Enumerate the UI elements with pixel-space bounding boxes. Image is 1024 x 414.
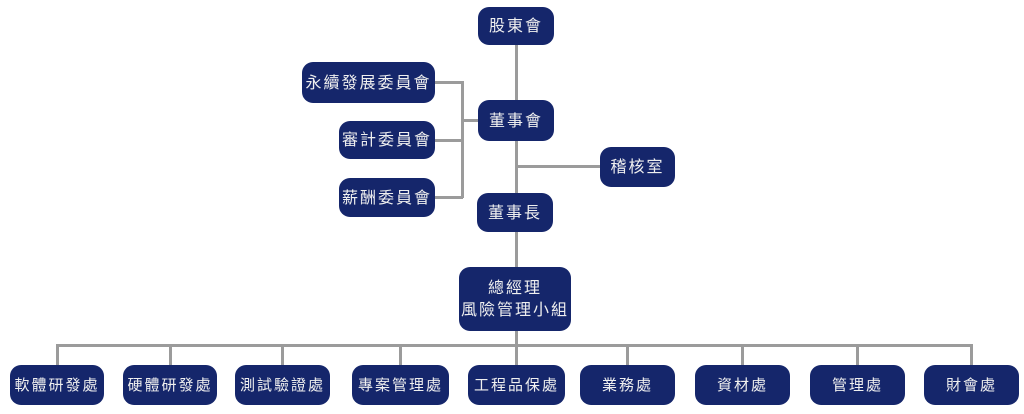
connector-line bbox=[56, 344, 973, 347]
connector-line bbox=[461, 119, 481, 122]
node-shareholders-meeting: 股東會 bbox=[478, 7, 554, 45]
connector-line bbox=[626, 345, 629, 365]
connector-line bbox=[515, 232, 518, 267]
connector-line bbox=[970, 345, 973, 365]
node-general-manager-risk-team: 總經理 風險管理小組 bbox=[459, 267, 571, 331]
connector-line bbox=[741, 345, 744, 365]
node-division-software-rd: 軟體研發處 bbox=[10, 365, 104, 405]
node-audit-committee: 審計委員會 bbox=[339, 121, 435, 159]
node-division-engineering-qa: 工程品保處 bbox=[468, 365, 565, 405]
node-compensation-committee: 薪酬委員會 bbox=[339, 178, 435, 217]
node-division-hardware-rd: 硬體研發處 bbox=[123, 365, 217, 405]
connector-line bbox=[433, 139, 463, 142]
node-sustainability-committee: 永續發展委員會 bbox=[302, 62, 435, 103]
node-division-materials: 資材處 bbox=[695, 365, 790, 405]
connector-line bbox=[281, 345, 284, 365]
connector-line bbox=[856, 345, 859, 365]
connector-line bbox=[399, 345, 402, 365]
node-chairman: 董事長 bbox=[477, 193, 553, 232]
node-division-administration: 管理處 bbox=[810, 365, 905, 405]
connector-line bbox=[56, 345, 59, 365]
node-division-finance-accounting: 財會處 bbox=[924, 365, 1019, 405]
node-division-project-mgmt: 專案管理處 bbox=[352, 365, 449, 405]
connector-line bbox=[515, 45, 518, 100]
node-division-test-validation: 測試驗證處 bbox=[235, 365, 330, 405]
node-division-sales: 業務處 bbox=[580, 365, 675, 405]
connector-line bbox=[433, 196, 463, 199]
node-board-of-directors: 董事會 bbox=[478, 100, 554, 141]
node-audit-office: 稽核室 bbox=[600, 147, 675, 187]
connector-line bbox=[515, 331, 518, 365]
connector-line bbox=[433, 81, 463, 84]
connector-line bbox=[516, 165, 601, 168]
connector-line bbox=[169, 345, 172, 365]
